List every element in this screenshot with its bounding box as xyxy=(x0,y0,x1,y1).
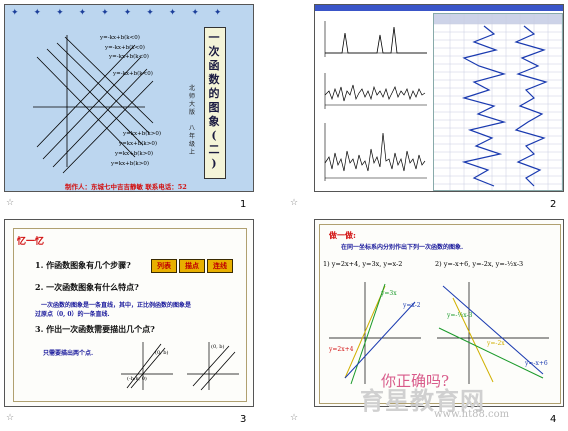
point-label: (-b/k, 0) xyxy=(127,376,147,382)
watermark-logo: 育星教育网 xyxy=(360,386,485,415)
line-label: y=x-2 xyxy=(403,302,421,309)
line-label: y=-2x xyxy=(487,340,505,347)
answer-2-line2: 过原点（0, 0）的一条直线. xyxy=(35,311,110,318)
mini-graph-right xyxy=(187,342,239,391)
title-char: 函 xyxy=(208,59,220,72)
slide-thumbnail-4[interactable]: 做一做: 在同一坐标系内分别作出下列一次函数的图象. 1) y=2x+4, y=… xyxy=(284,215,568,430)
step-button-connect[interactable]: 连线 xyxy=(207,259,233,273)
graph-set-2 xyxy=(437,282,549,384)
step-button-list[interactable]: 列表 xyxy=(151,259,177,273)
title-char: 数 xyxy=(208,73,220,86)
question-2: 2. 一次函数图象有什么特点? xyxy=(35,282,139,292)
star-icon: ☆ xyxy=(290,198,299,208)
star-border-top: ✦✦✦✦✦✦✦✦✦✦ xyxy=(11,8,237,18)
author-right: 八年级上 xyxy=(189,125,196,156)
slide-frame xyxy=(319,224,561,404)
slide-thumbnail-3[interactable]: 忆一忆 1. 作函数图象有几个步骤? 列表 描点 连线 2. 一次函数图象有什么… xyxy=(0,215,284,430)
question-3: 3. 作出一次函数需要描出几个点? xyxy=(35,324,155,334)
slide-1: ✦✦✦✦✦✦✦✦✦✦ y=-kx+b(k<0) y=-kx+b(k<0) y=-… xyxy=(4,4,254,192)
line-label: y=kx+b(k>0) xyxy=(119,141,158,147)
line-label: y=-½x-3 xyxy=(447,312,473,319)
equation-set-1: 1) y=2x+4, y=3x, y=x-2 xyxy=(323,260,403,268)
title-char: 的 xyxy=(208,87,220,100)
title-char: ( xyxy=(211,129,217,142)
equation-set-2: 2) y=-x+6, y=-2x, y=-½x-3 xyxy=(435,260,524,268)
title-char: 一 xyxy=(208,31,220,44)
question-1: 1. 作函数图象有几个步骤? xyxy=(35,260,131,270)
slide-heading: 忆一忆 xyxy=(17,237,45,247)
title-char: ) xyxy=(211,157,217,170)
line-label: y=-kx+b(k<0) xyxy=(100,35,140,41)
line-label: y=kx+b(k>0) xyxy=(111,161,150,167)
star-icon: ☆ xyxy=(6,413,15,423)
title-box xyxy=(204,27,226,179)
slide-footer: 制作人：东城七中吉吉静敏 联系电话：52 xyxy=(65,183,187,191)
slide-number: 2 xyxy=(550,199,557,210)
coordinate-graph xyxy=(33,35,154,174)
instruction: 在同一坐标系内分别作出下列一次函数的图象. xyxy=(341,244,464,251)
slide-number: 4 xyxy=(550,414,557,425)
title-char: 图 xyxy=(208,101,220,114)
check-question: 你正确吗? xyxy=(381,372,450,390)
slide-4: 做一做: 在同一坐标系内分别作出下列一次函数的图象. 1) y=2x+4, y=… xyxy=(314,219,564,407)
author-left: 北师大版 xyxy=(189,85,196,116)
line-label: y=kx+b(k>0) xyxy=(123,131,162,137)
waveform-charts xyxy=(324,21,427,181)
slide-thumbnail-2[interactable]: ☆ 2 xyxy=(284,0,568,215)
title-char: 二 xyxy=(208,143,220,156)
slide-number: 1 xyxy=(240,199,247,210)
mini-graph-left xyxy=(121,342,173,390)
slide-heading: 做一做: xyxy=(329,230,356,240)
step-button-plot[interactable]: 描点 xyxy=(179,259,205,273)
line-label: y=-x+6 xyxy=(525,360,548,367)
slide-thumbnail-1[interactable]: ✦✦✦✦✦✦✦✦✦✦ y=-kx+b(k<0) y=-kx+b(k<0) y=-… xyxy=(0,0,284,215)
title-char: 象 xyxy=(208,115,220,128)
graph-set-1 xyxy=(329,282,421,385)
line-label: y=2x+4 xyxy=(329,346,354,353)
slide-frame xyxy=(13,228,247,402)
star-icon: ☆ xyxy=(6,198,15,208)
answer-3: 只需要描出两个点. xyxy=(43,350,94,357)
table-grid xyxy=(434,14,562,190)
answer-2-line1: 一次函数的图象是一条直线，其中，正比例函数的图象是 xyxy=(41,302,192,309)
point-label: (0, b) xyxy=(211,344,225,350)
line-label: y=kx+b(k>0) xyxy=(115,151,154,157)
point-label: (0, b) xyxy=(155,350,169,356)
slide-3: 忆一忆 1. 作函数图象有几个步骤? 列表 描点 连线 2. 一次函数图象有什么… xyxy=(4,219,254,407)
blue-banner xyxy=(315,5,563,11)
title-char: 次 xyxy=(208,45,220,58)
line-label: y=-kx+b(k<0) xyxy=(109,54,149,60)
star-icon: ☆ xyxy=(290,413,299,423)
slide-number: 3 xyxy=(240,414,247,425)
line-label: y=-kx+b(k<0) xyxy=(113,71,153,77)
slide-title: 一 次 函 数 的 图 象 ( 二 ) xyxy=(206,31,222,171)
line-label: y=-kx+b(k<0) xyxy=(105,45,145,51)
data-table xyxy=(433,13,563,191)
watermark-url: www.ht88.com xyxy=(434,409,510,420)
line-label: y=3x xyxy=(381,290,397,297)
slide-2 xyxy=(314,4,564,192)
